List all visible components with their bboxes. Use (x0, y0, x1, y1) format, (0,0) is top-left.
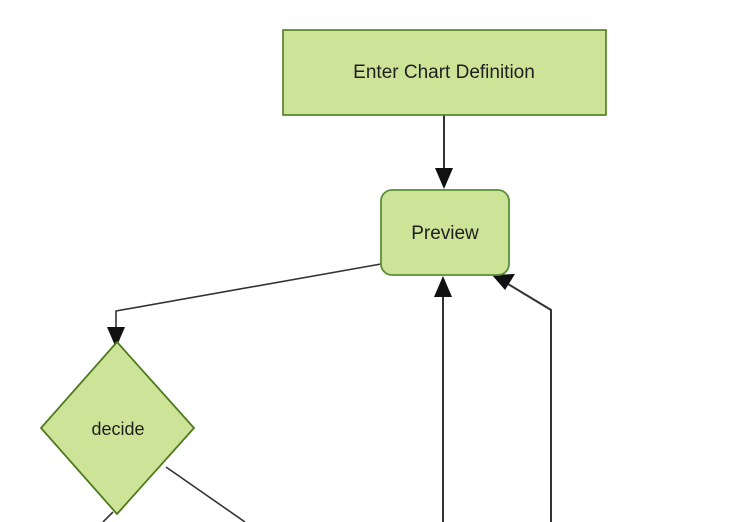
edge-enter-to-preview[interactable] (435, 115, 453, 189)
arrow-head-icon (435, 168, 453, 189)
edge-preview-to-decide[interactable] (107, 263, 382, 348)
arrow-head-icon (107, 327, 125, 348)
node-rounded-rectangle-shape (380, 189, 510, 276)
edge-line (165, 466, 246, 522)
node-enter-chart-definition[interactable]: Enter Chart Definition (282, 29, 607, 116)
arrow-head-icon (434, 276, 452, 297)
edge-decide-bottom-out[interactable] (102, 511, 114, 522)
node-decide[interactable]: decide (39, 340, 196, 516)
edge-line (507, 283, 552, 522)
edge-line (115, 263, 382, 330)
edge-bottom-center-to-preview[interactable] (434, 276, 452, 522)
node-preview[interactable]: Preview (380, 189, 510, 276)
edge-decide-right-out[interactable] (165, 466, 246, 522)
arrow-head-icon (492, 274, 515, 290)
node-diamond-shape (39, 340, 196, 516)
edge-line (102, 511, 114, 522)
node-rectangle-shape (282, 29, 607, 116)
edge-bottom-right-to-preview[interactable] (492, 274, 552, 522)
